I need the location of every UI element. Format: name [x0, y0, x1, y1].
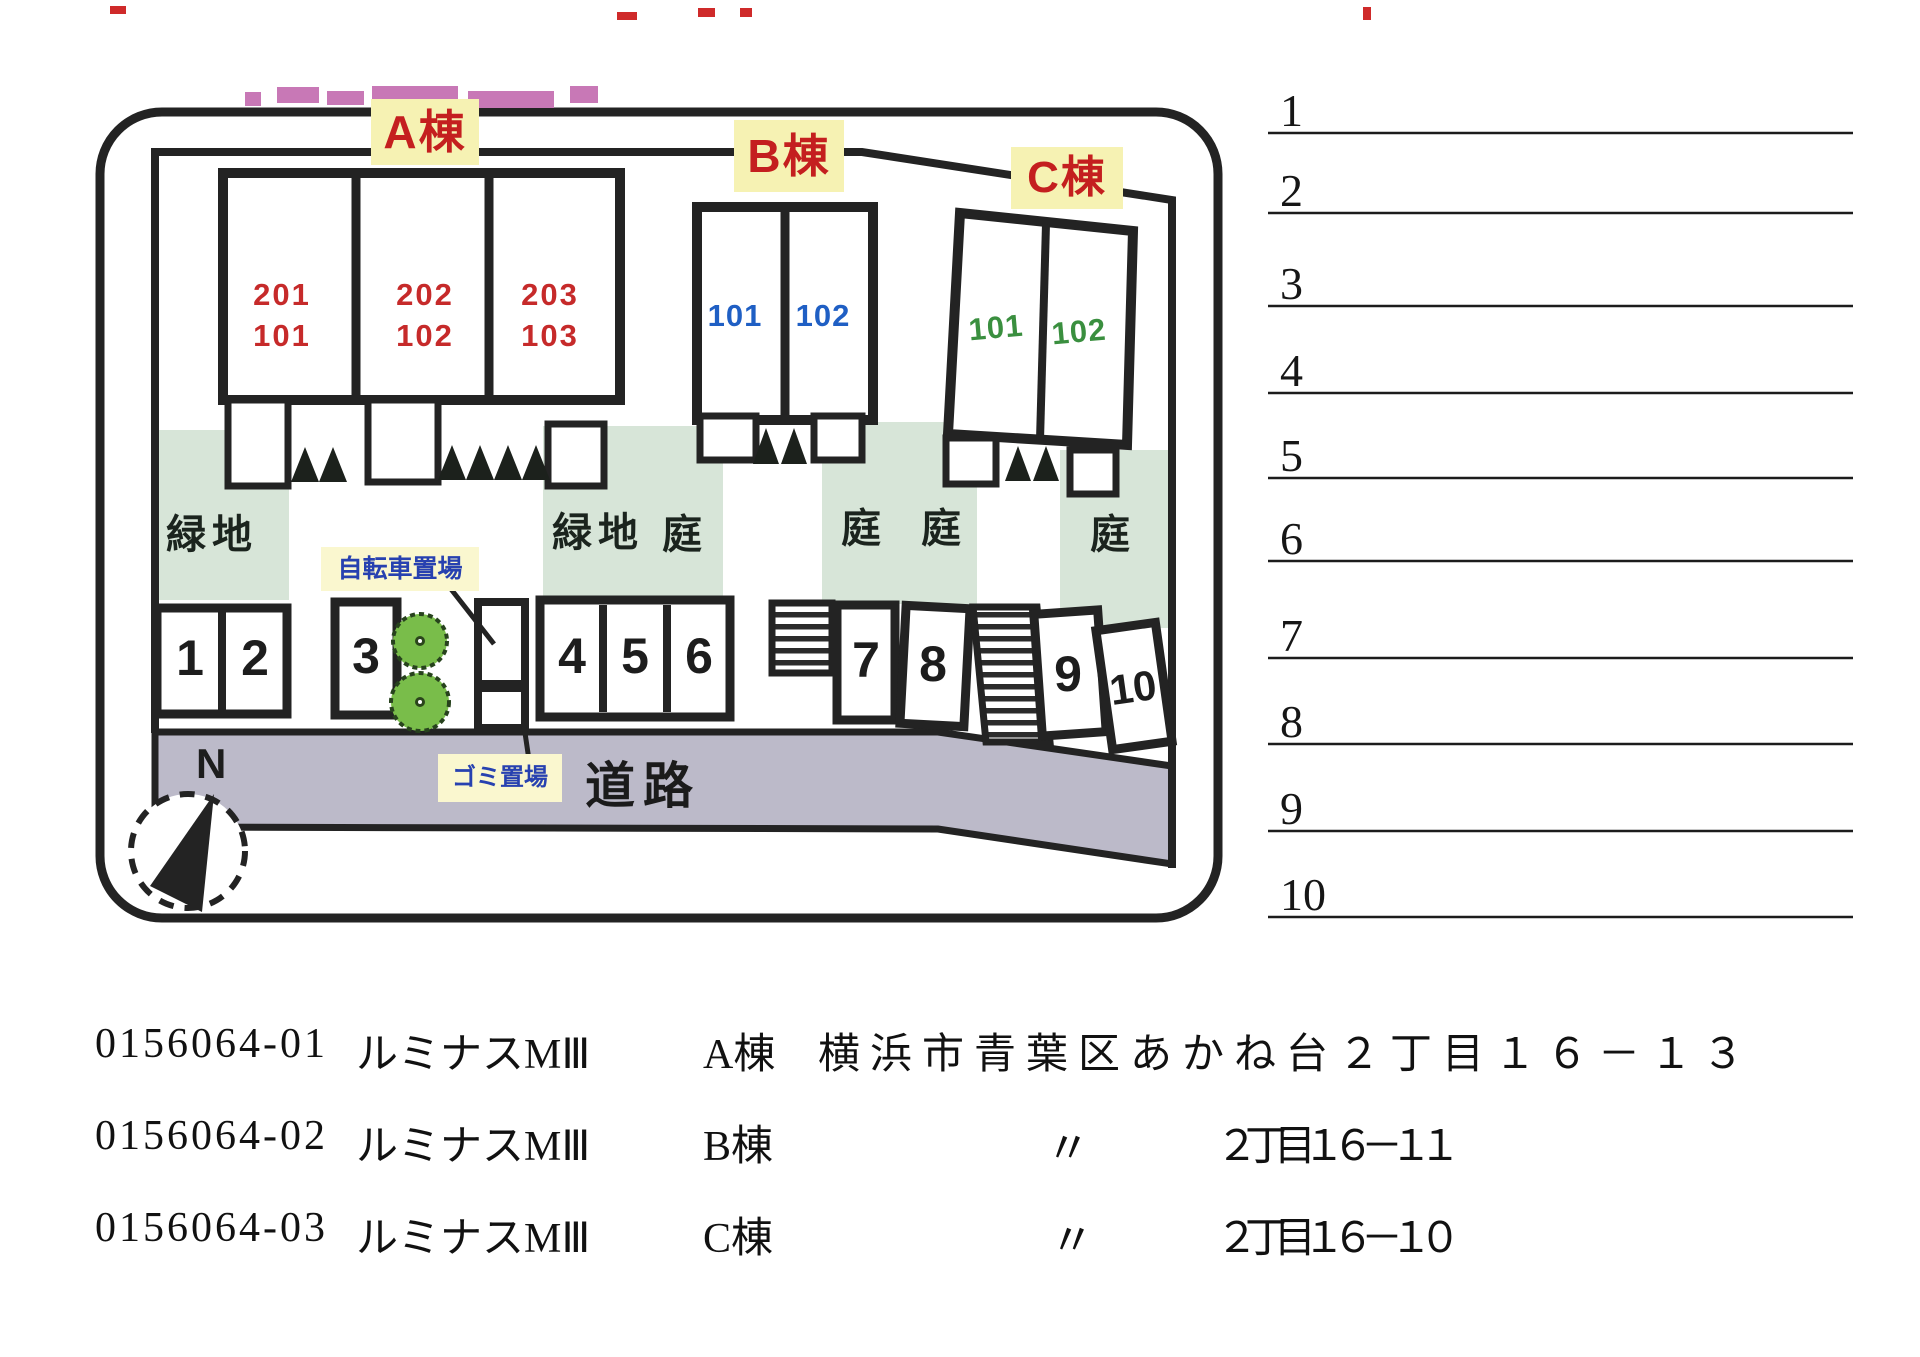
listing-address: ２丁目１６－１０	[1216, 1216, 1461, 1262]
building-a-unit-1: 201 101	[237, 274, 327, 356]
trash-area-label: ゴミ置場	[438, 754, 562, 802]
garden-label: 庭	[1090, 513, 1136, 557]
stamp-fragment-row	[245, 86, 598, 108]
parking-space-number: 10	[1106, 660, 1160, 715]
note-line-number: 6	[1280, 513, 1303, 564]
parking-space-number: 8	[919, 636, 947, 692]
road-label: 道路	[585, 758, 701, 814]
bicycle-parking-label: 自転車置場	[321, 547, 479, 591]
note-lines	[1268, 131, 1853, 919]
red-pen-marks	[110, 6, 1371, 20]
trash-area-box	[474, 684, 529, 732]
listing-name: ルミナスMⅢ	[356, 1124, 591, 1170]
note-line-number: 1	[1280, 85, 1303, 136]
listing-name: ルミナスMⅢ	[356, 1216, 591, 1262]
parking-space-number: 2	[241, 630, 269, 686]
bicycle-label-pointer	[445, 582, 496, 646]
note-line-number: 7	[1280, 610, 1303, 661]
parking-space-number: 7	[852, 632, 880, 688]
unit-number-upper: 203	[521, 277, 579, 312]
unit-number-lower: 101	[253, 318, 311, 353]
parking-space-number: 4	[558, 628, 586, 684]
building-a-outline	[218, 168, 625, 490]
garden-label: 庭	[841, 507, 887, 551]
building-b-unit-2: 102	[795, 298, 851, 333]
parking-space-number: 1	[176, 630, 204, 686]
listing-code: 0156064-01	[95, 1021, 328, 1067]
listing-code: 0156064-03	[95, 1205, 328, 1251]
green-space-label: 緑地	[166, 513, 258, 557]
garden-label: 庭	[921, 507, 967, 551]
compass-north-label: N	[196, 740, 227, 787]
note-line-number: 10	[1280, 869, 1326, 920]
listing-code: 0156064-02	[95, 1113, 328, 1159]
shrub-triangles-building-a	[291, 445, 550, 482]
compass	[128, 791, 248, 912]
building-c-outline	[942, 207, 1139, 498]
parking-space-number: 6	[685, 628, 713, 684]
exterior-stairs	[768, 599, 836, 677]
note-line-number: 3	[1280, 258, 1303, 309]
note-line-number: 5	[1280, 430, 1303, 481]
tree-symbols	[389, 612, 451, 733]
shrub-triangles-building-c	[1005, 446, 1059, 481]
note-line-number: 9	[1280, 783, 1303, 834]
unit-number-lower: 102	[396, 318, 454, 353]
listing-address: 横浜市青葉区あかね台２丁目１６－１３	[818, 1032, 1755, 1078]
building-c-tag: C棟	[1011, 147, 1123, 209]
compass-needle	[150, 794, 214, 912]
listing-building: B棟	[703, 1124, 774, 1170]
unit-number-lower: 103	[521, 318, 579, 353]
building-b-tag: B棟	[734, 120, 844, 192]
building-c-unit-1: 101	[967, 307, 1025, 348]
listing-building: C棟	[703, 1216, 774, 1262]
ditto-mark: 〃	[1050, 1216, 1094, 1265]
building-a-unit-3: 203 103	[505, 274, 595, 356]
listing-building: A棟	[703, 1032, 776, 1078]
stepped-walkway	[969, 603, 1054, 746]
property-boundary-line	[151, 148, 1176, 868]
note-line-number: 2	[1280, 165, 1303, 216]
note-line-number: 4	[1280, 345, 1303, 396]
listing-name: ルミナスMⅢ	[356, 1032, 591, 1078]
shrub-triangles-building-b	[753, 428, 807, 464]
building-b-unit-1: 101	[707, 298, 763, 333]
green-space-label: 緑地	[552, 511, 644, 555]
unit-number-upper: 202	[396, 277, 454, 312]
building-a-unit-2: 202 102	[380, 274, 470, 356]
garden-label: 庭	[662, 513, 708, 557]
ditto-mark: 〃	[1046, 1124, 1090, 1173]
unit-number-upper: 201	[253, 277, 311, 312]
bicycle-parking-box	[474, 598, 529, 688]
building-c-unit-2: 102	[1050, 311, 1108, 352]
note-line-number: 8	[1280, 696, 1303, 747]
parking-space-number: 5	[621, 628, 649, 684]
listing-address: ２丁目１６－１１	[1216, 1124, 1461, 1170]
building-b-outline	[692, 202, 878, 464]
parking-space-number: 9	[1054, 646, 1082, 702]
parking-space-boxes	[152, 595, 1178, 755]
building-a-tag: A棟	[371, 99, 479, 165]
parking-space-number: 3	[352, 628, 380, 684]
